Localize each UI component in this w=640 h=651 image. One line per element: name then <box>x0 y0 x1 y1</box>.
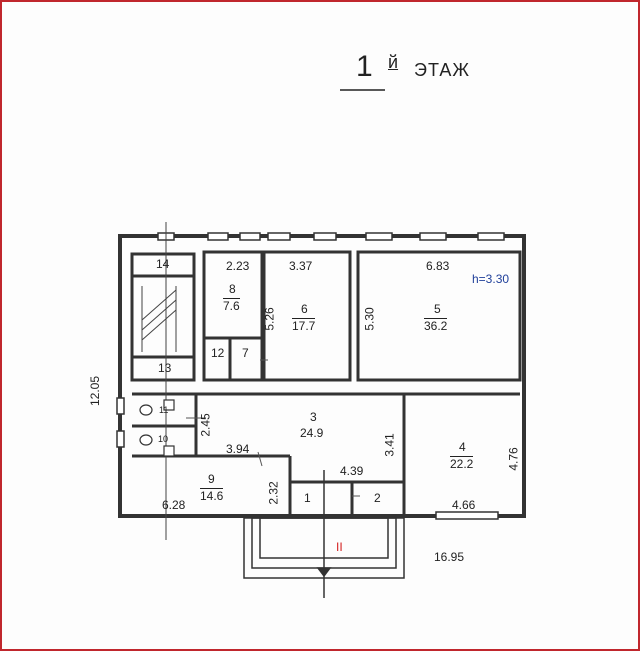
dim-6-83: 6.83 <box>426 259 450 273</box>
dim-4-66: 4.66 <box>452 498 476 512</box>
overall-height-dim: 12.05 <box>88 375 103 407</box>
room-5-number: 5 <box>434 302 441 316</box>
room-4-area: 22.2 <box>450 456 474 471</box>
room-2-number: 2 <box>374 491 381 505</box>
room-10-number: 10 <box>158 434 169 444</box>
room-9-number: 9 <box>208 472 215 486</box>
dim-4-76: 4.76 <box>506 447 521 471</box>
room-6-area: 17.7 <box>292 318 316 333</box>
room-12-number: 12 <box>211 346 225 360</box>
room-3-area: 24.9 <box>300 426 324 440</box>
dim-2-32: 2.32 <box>266 481 281 505</box>
room-4-number: 4 <box>459 440 466 454</box>
room-11-number: 11 <box>159 405 169 415</box>
room-7-number: 7 <box>242 346 249 360</box>
dim-2-45: 2.45 <box>198 413 213 437</box>
room-1-number: 1 <box>304 491 311 505</box>
room-13-number: 13 <box>158 361 172 375</box>
room-9-area: 14.6 <box>200 488 224 503</box>
dim-3-37: 3.37 <box>289 259 313 273</box>
room-6-number: 6 <box>301 302 308 316</box>
entrance-label: II <box>336 540 343 554</box>
room-5-area: 36.2 <box>424 318 448 333</box>
dim-3-94: 3.94 <box>226 442 250 456</box>
ceiling-height-label: h=3.30 <box>472 272 510 286</box>
floor-number: 1 <box>356 50 373 83</box>
dim-4-39: 4.39 <box>340 464 364 478</box>
overall-width-dim: 16.95 <box>434 550 465 564</box>
room-8-area: 7.6 <box>223 298 240 313</box>
dim-2-23: 2.23 <box>226 259 250 273</box>
room-3-number: 3 <box>310 410 317 424</box>
dim-5-26: 5.26 <box>262 307 277 331</box>
dim-6-28: 6.28 <box>162 498 186 512</box>
room-8-number: 8 <box>229 282 236 296</box>
dim-5-30: 5.30 <box>362 307 377 331</box>
dim-3-41: 3.41 <box>382 433 397 457</box>
floor-word: ЭТАЖ <box>414 60 470 80</box>
floor-suffix: й <box>388 52 399 72</box>
room-14-number: 14 <box>156 257 170 271</box>
